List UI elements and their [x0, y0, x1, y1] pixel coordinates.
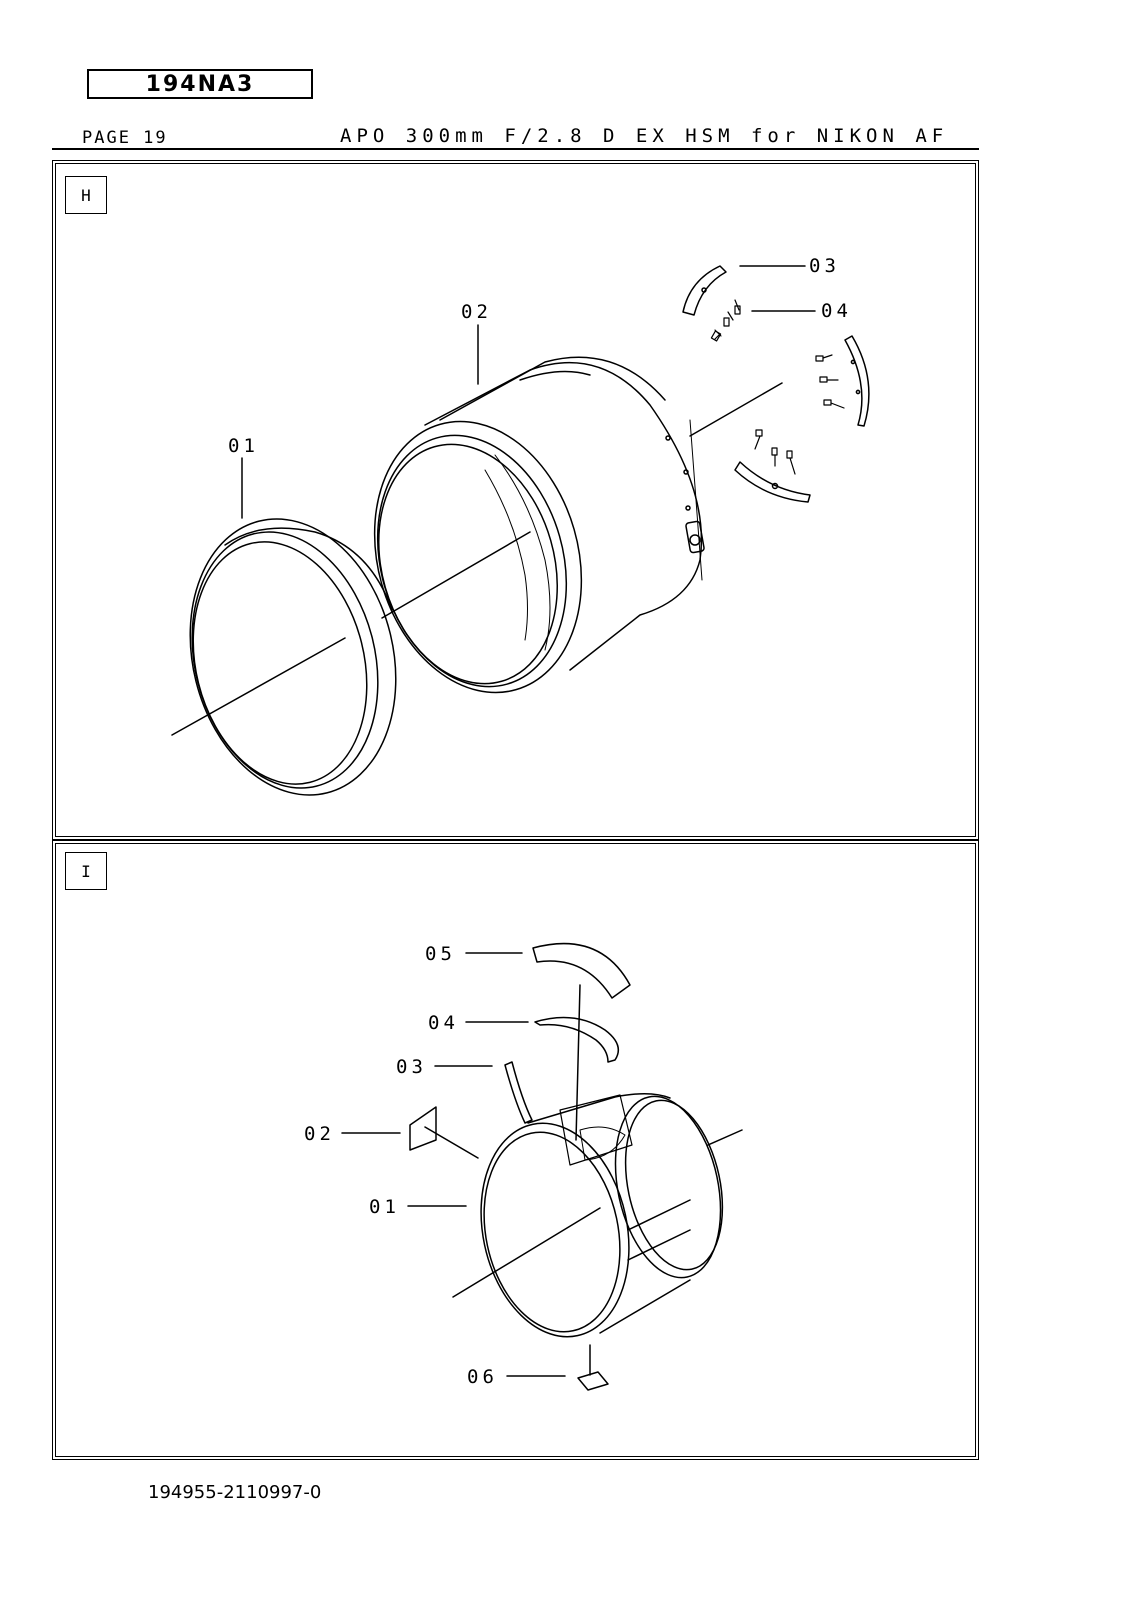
part-code-box: 194NA3 — [87, 69, 313, 99]
section-i-drawing: 05 04 03 02 01 06 — [304, 942, 743, 1391]
section-i-frame — [52, 840, 979, 1460]
axis-line — [452, 1207, 601, 1298]
callout-i-02: 02 — [304, 1123, 335, 1145]
axis-line — [689, 382, 783, 437]
part-01-ring — [189, 518, 397, 796]
axis-line — [707, 1129, 743, 1146]
part-i-03-strip — [504, 1061, 533, 1124]
section-h-tag: H — [65, 176, 107, 214]
callout-h-02: 02 — [461, 301, 492, 323]
part-i-05-cover — [532, 942, 631, 999]
lens-title: APO 300mm F/2.8 D EX HSM for NIKON AF — [340, 125, 949, 147]
callout-i-04: 04 — [428, 1012, 459, 1034]
callout-i-01: 01 — [369, 1196, 400, 1218]
axis-line — [171, 637, 346, 736]
document-number: 194955-2110997-0 — [148, 1482, 322, 1503]
part-i-01-barrel — [480, 1093, 724, 1338]
part-02-barrel — [373, 356, 705, 694]
callout-h-04: 04 — [821, 300, 852, 322]
callout-i-03: 03 — [396, 1056, 427, 1078]
axis-line — [381, 531, 531, 619]
part-03-segments — [682, 265, 870, 503]
part-i-04-cable — [534, 1016, 620, 1063]
axis-line — [424, 1126, 479, 1159]
page-number: PAGE 19 — [82, 128, 168, 148]
callout-h-01: 01 — [228, 435, 259, 457]
part-i-06-label — [577, 1371, 609, 1391]
part-04-screws — [710, 299, 845, 475]
callout-i-06: 06 — [467, 1366, 498, 1388]
part-i-02-plate — [409, 1106, 437, 1151]
callout-i-05: 05 — [425, 943, 456, 965]
section-h-frame — [52, 160, 979, 840]
section-h-drawing: 01 02 03 04 — [171, 255, 870, 796]
axis-line — [575, 984, 581, 1141]
header-rule — [52, 148, 979, 150]
callout-h-03: 03 — [809, 255, 840, 277]
section-i-tag: I — [65, 852, 107, 890]
